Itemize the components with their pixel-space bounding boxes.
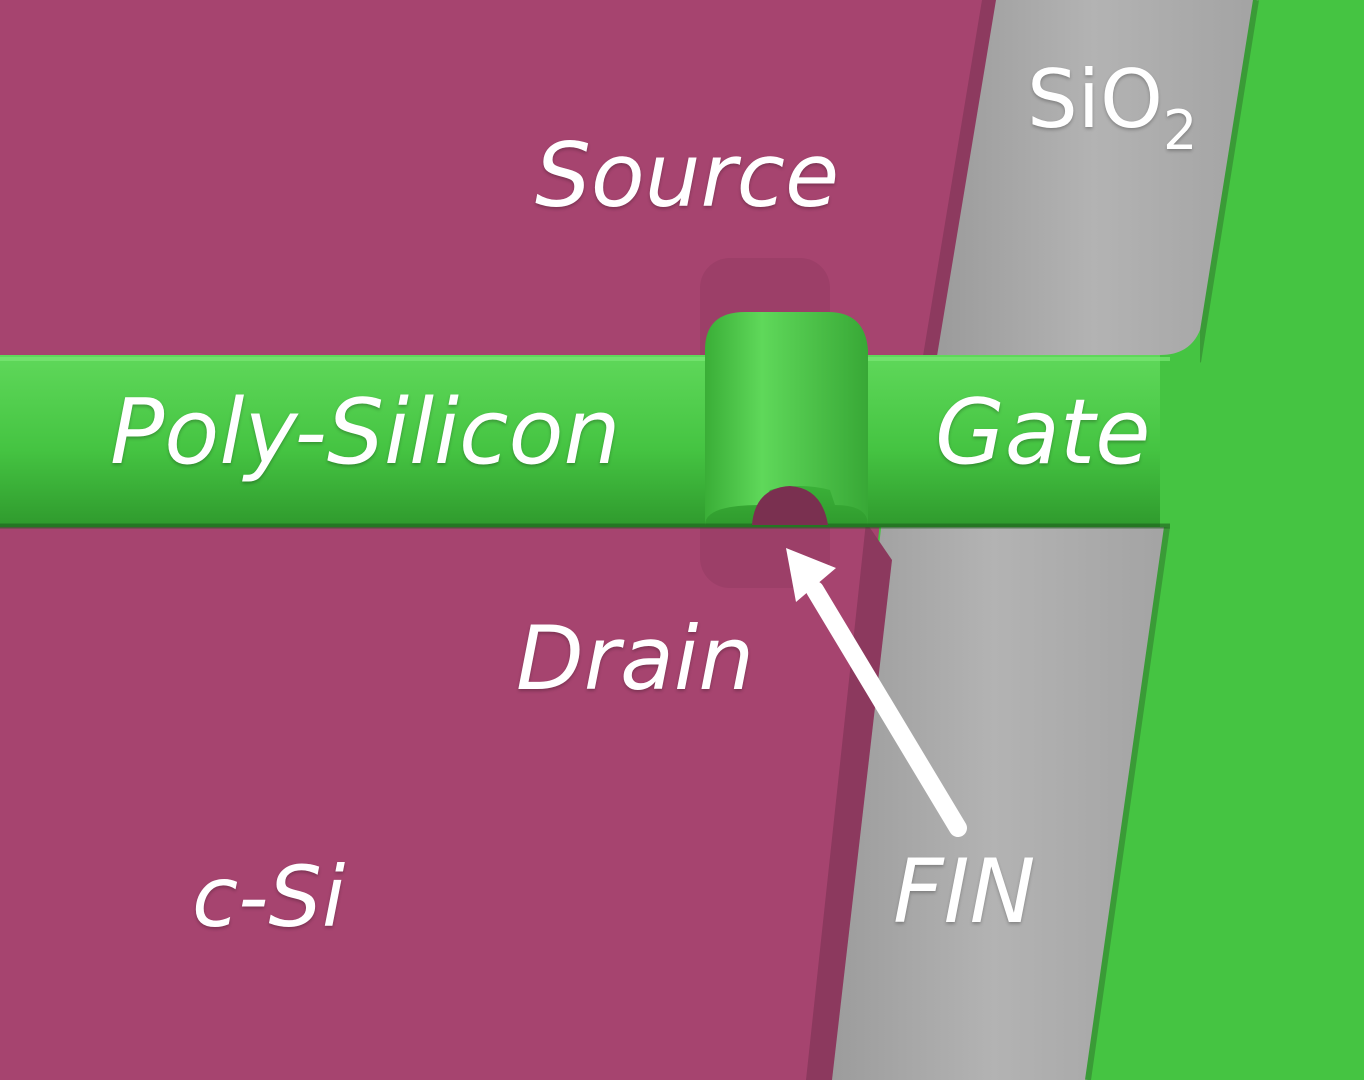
fin-arrow-head	[786, 548, 836, 602]
fin-label: FIN	[893, 840, 1036, 943]
fin-bump	[705, 312, 868, 525]
oxide-lower-edge	[1085, 519, 1171, 1080]
gate-label: Gate	[935, 380, 1151, 485]
sio2-label-subscript: 2	[1162, 99, 1198, 162]
fin-arrow-shaft	[806, 581, 967, 837]
drain-label: Drain	[516, 607, 755, 710]
oxide-upper	[930, 0, 1258, 360]
sio2-label-base: SiO	[1027, 53, 1163, 146]
fin-channel	[752, 486, 828, 525]
oxide-upper-edge	[1195, 0, 1259, 363]
sio2-label: SiO2	[1027, 60, 1197, 158]
gate-junction	[1160, 330, 1200, 560]
drain-block	[0, 522, 880, 1080]
drain-block-side	[806, 522, 892, 1080]
source-block-side	[922, 0, 996, 362]
oxide-lower	[818, 520, 1170, 1080]
source-label: Source	[535, 124, 840, 227]
poly-silicon-label: Poly-Silicon	[110, 380, 621, 485]
poly-silicon-gate	[0, 355, 1175, 527]
c-si-label: c-Si	[192, 848, 346, 946]
source-block	[0, 0, 990, 360]
